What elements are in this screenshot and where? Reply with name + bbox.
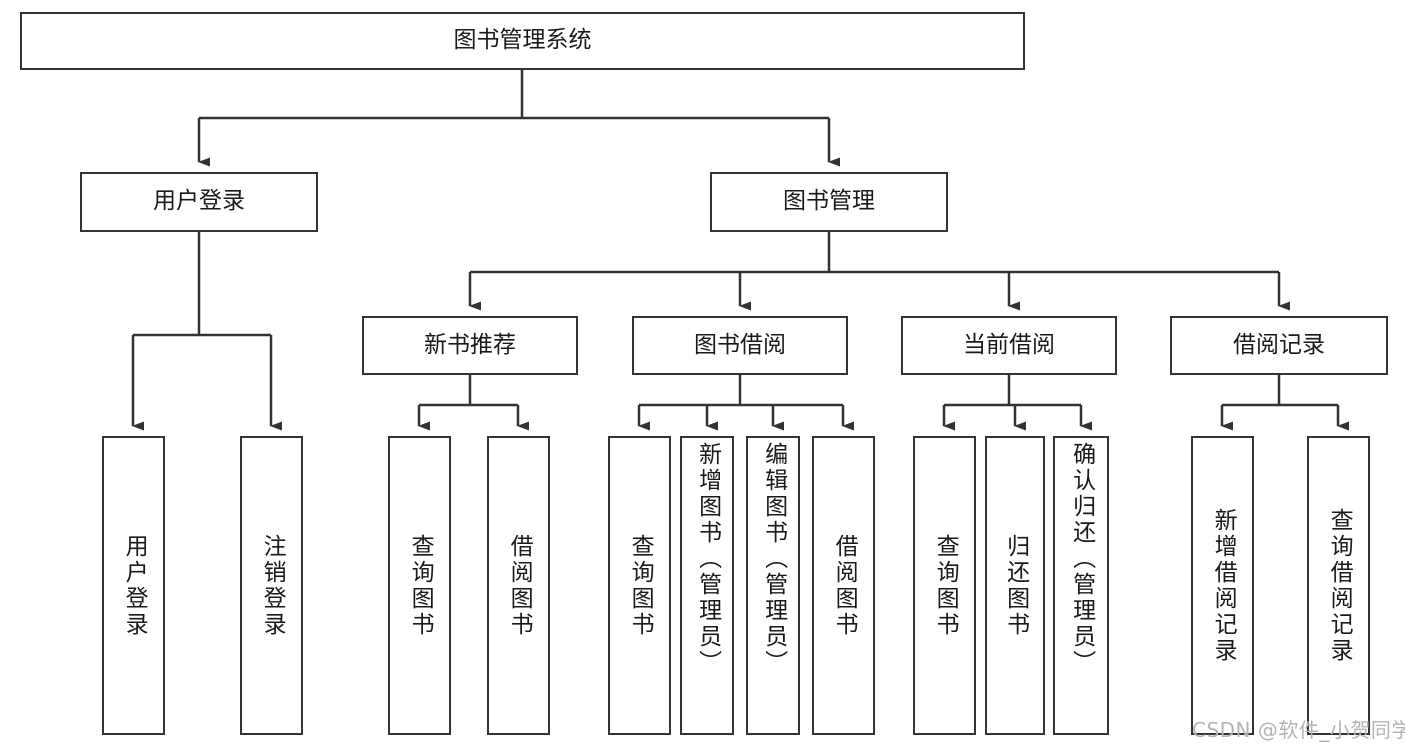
node-leaf-borrow-book-2[interactable]: 借阅图书	[812, 436, 875, 735]
node-user-login[interactable]: 用户登录	[80, 172, 318, 232]
node-root-label: 图书管理系统	[453, 27, 592, 54]
node-leaf-borrow-book-2-label: 借阅图书	[831, 533, 858, 638]
node-leaf-borrow-book-1[interactable]: 借阅图书	[487, 436, 550, 735]
node-leaf-query-book-3[interactable]: 查询图书	[913, 436, 976, 735]
node-book-manage-label: 图书管理	[783, 188, 875, 215]
node-leaf-query-book-1-label: 查询图书	[407, 533, 434, 638]
node-borrow-record[interactable]: 借阅记录	[1170, 316, 1388, 375]
node-current-borrow-label: 当前借阅	[963, 331, 1055, 358]
node-leaf-logout[interactable]: 注销登录	[240, 436, 303, 735]
node-leaf-add-book-label: 新增图书（管理员）	[694, 442, 721, 676]
node-leaf-query-book-1[interactable]: 查询图书	[388, 436, 451, 735]
node-leaf-edit-book[interactable]: 编辑图书（管理员）	[746, 436, 800, 735]
node-new-book-recommend-label: 新书推荐	[424, 331, 516, 358]
node-leaf-add-record[interactable]: 新增借阅记录	[1191, 436, 1254, 735]
node-new-book-recommend[interactable]: 新书推荐	[362, 316, 578, 375]
node-book-borrow[interactable]: 图书借阅	[632, 316, 848, 375]
node-leaf-add-record-label: 新增借阅记录	[1210, 507, 1237, 664]
node-leaf-user-login-label: 用户登录	[121, 533, 148, 638]
node-book-borrow-label: 图书借阅	[694, 331, 786, 358]
node-leaf-return-book-label: 归还图书	[1002, 533, 1029, 638]
csdn-watermark: CSDN @软件_小贺同学	[1192, 718, 1405, 742]
node-leaf-query-record-label: 查询借阅记录	[1326, 507, 1353, 664]
node-leaf-user-login[interactable]: 用户登录	[102, 436, 165, 735]
node-leaf-query-book-3-label: 查询图书	[932, 533, 959, 638]
node-root[interactable]: 图书管理系统	[20, 12, 1025, 70]
node-leaf-logout-label: 注销登录	[259, 533, 286, 638]
node-leaf-add-book[interactable]: 新增图书（管理员）	[680, 436, 734, 735]
node-leaf-query-book-2[interactable]: 查询图书	[608, 436, 671, 735]
node-leaf-query-record[interactable]: 查询借阅记录	[1307, 436, 1370, 735]
node-leaf-confirm-return[interactable]: 确认归还（管理员）	[1053, 436, 1109, 735]
node-leaf-return-book[interactable]: 归还图书	[985, 436, 1045, 735]
node-leaf-query-book-2-label: 查询图书	[627, 533, 654, 638]
node-user-login-label: 用户登录	[153, 188, 245, 215]
node-book-manage[interactable]: 图书管理	[710, 172, 948, 232]
node-leaf-edit-book-label: 编辑图书（管理员）	[760, 442, 787, 676]
node-borrow-record-label: 借阅记录	[1233, 331, 1325, 358]
node-current-borrow[interactable]: 当前借阅	[901, 316, 1117, 375]
node-leaf-confirm-return-label: 确认归还（管理员）	[1068, 442, 1095, 676]
node-leaf-borrow-book-1-label: 借阅图书	[506, 533, 533, 638]
